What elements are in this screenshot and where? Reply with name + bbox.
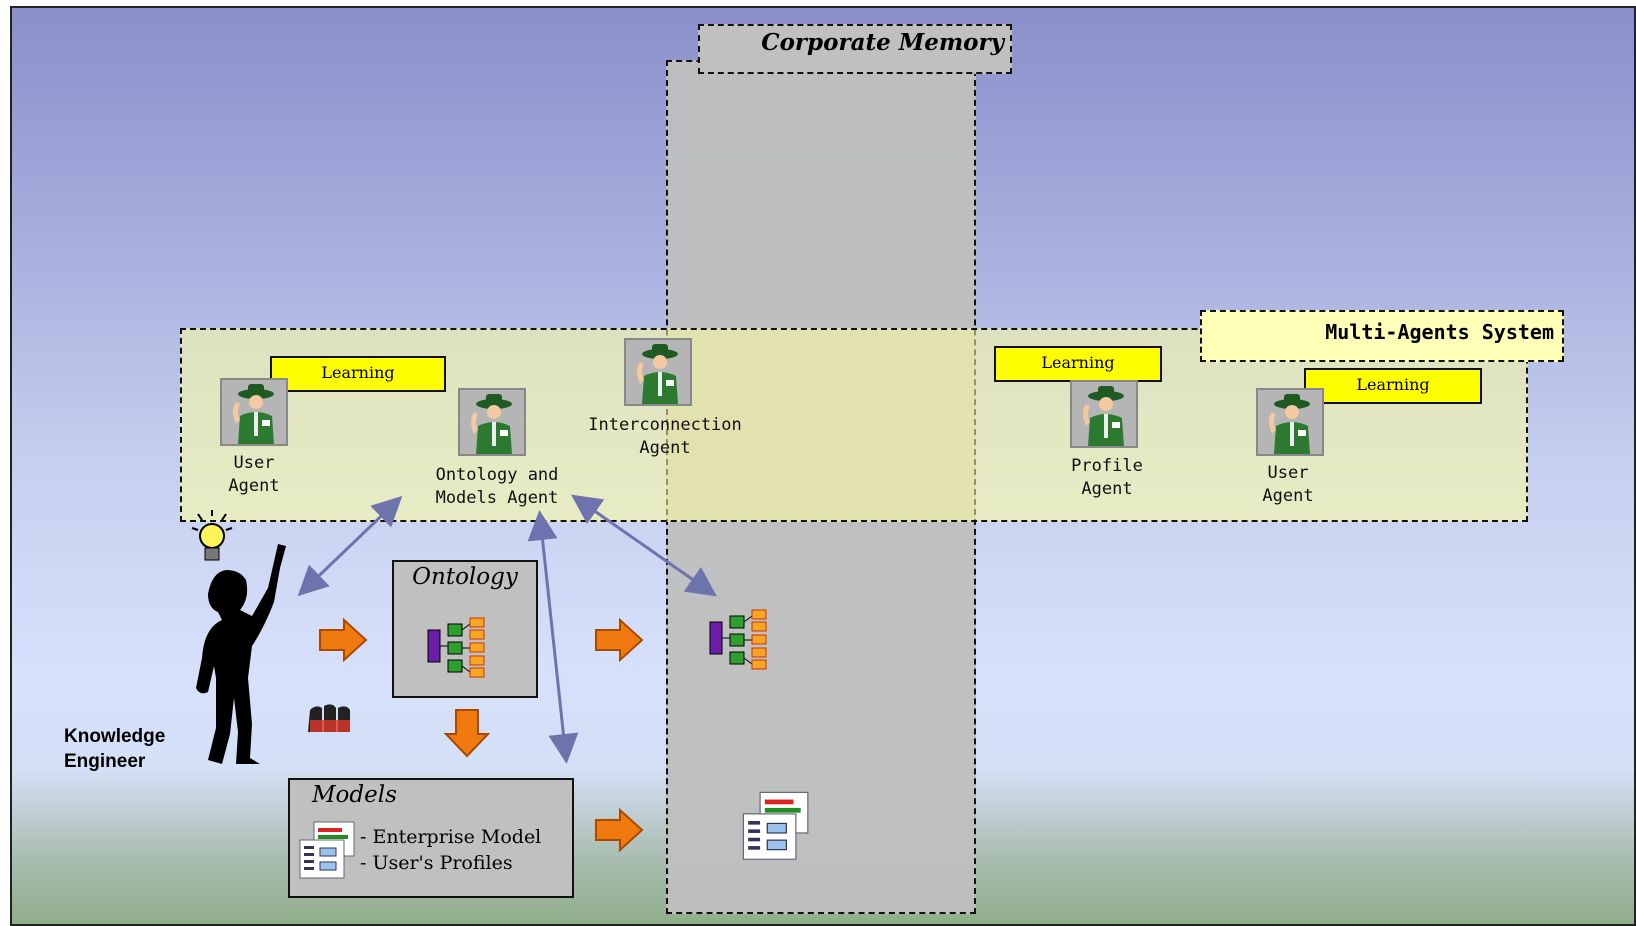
agent-label-line2: Agent — [228, 476, 280, 496]
agent-label-line1: Profile — [1071, 456, 1143, 476]
connector-arrow — [527, 510, 579, 764]
models-list-item: - Enterprise Model — [360, 826, 542, 848]
multi-agents-system-title: Multi-Agents System — [1200, 310, 1564, 362]
agent-icon — [624, 338, 692, 406]
ontology-tree-icon — [709, 609, 767, 670]
models-list: - Enterprise Model - User's Profiles — [360, 824, 541, 876]
person-silhouette-icon — [196, 544, 286, 764]
connector-arrows — [297, 494, 717, 764]
ontology-tree-icon — [427, 617, 485, 678]
agent-label-line2: Agent — [639, 438, 691, 458]
agent-label-line2: Models Agent — [435, 488, 559, 508]
document-model-icon — [299, 821, 355, 879]
corporate-memory-title: Corporate Memory — [698, 24, 1012, 74]
agent-icon — [458, 388, 526, 456]
orange-arrow-icon — [444, 709, 490, 758]
agent-icon — [1070, 380, 1138, 448]
lightbulb-icon — [191, 510, 233, 561]
learning-tag-profile: Learning — [994, 346, 1162, 382]
learning-tag-user-right: Learning — [1304, 368, 1482, 404]
models-box-title: Models — [312, 782, 397, 808]
agent-label-line1: User — [233, 453, 275, 473]
agent-label-line1: Ontology and — [435, 465, 559, 485]
orange-arrow-icon — [595, 808, 644, 852]
agent-label-line2: Agent — [1081, 479, 1133, 499]
knowledge-engineer-line1: Knowledge — [64, 726, 166, 747]
diagram-canvas: Corporate Memory Multi-Agents System Lea… — [10, 6, 1636, 926]
orange-arrow-icon — [319, 618, 368, 662]
user-agent-label-right: User Agent — [1238, 462, 1338, 508]
models-list-item: - User's Profiles — [360, 852, 513, 874]
ontology-box: Ontology — [392, 560, 538, 698]
agent-label-line1: User — [1267, 463, 1309, 483]
ontology-box-title: Ontology — [412, 564, 518, 590]
agent-label-line1: Interconnection — [588, 415, 742, 435]
orange-arrow-icon — [595, 618, 644, 662]
profile-agent-label: Profile Agent — [1052, 455, 1162, 501]
learning-tag-user-left: Learning — [270, 356, 446, 392]
hands-icon — [308, 704, 350, 732]
knowledge-engineer-line2: Engineer — [64, 751, 146, 772]
agent-label-line2: Agent — [1262, 486, 1314, 506]
agent-icon — [220, 378, 288, 446]
connector-arrow — [571, 494, 717, 597]
document-model-icon — [742, 791, 809, 860]
interconnection-agent-label: Interconnection Agent — [570, 414, 760, 460]
ontology-models-agent-label: Ontology and Models Agent — [412, 464, 582, 510]
connector-arrow — [297, 495, 403, 597]
user-agent-label-left: User Agent — [204, 452, 304, 498]
agent-icon — [1256, 388, 1324, 456]
knowledge-engineer-label: Knowledge Engineer — [64, 724, 204, 774]
